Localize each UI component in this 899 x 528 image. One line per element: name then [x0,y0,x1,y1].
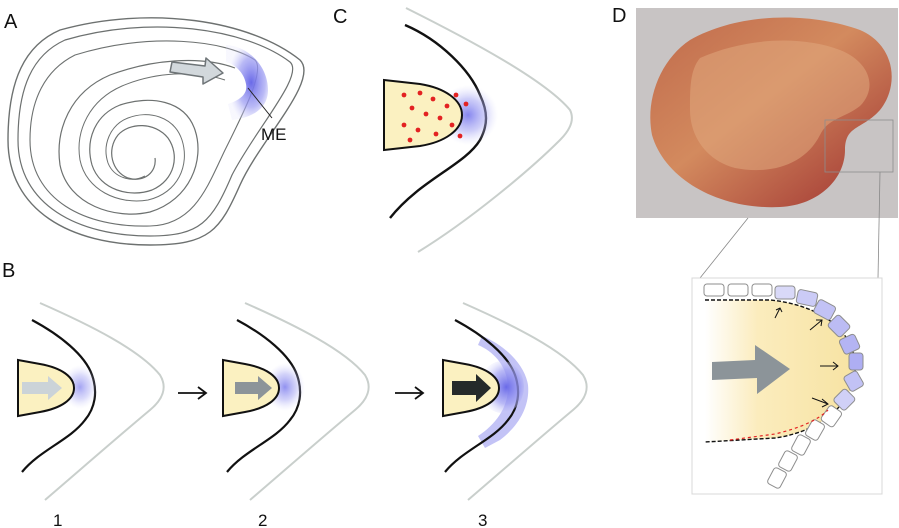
panel-a-outer-shell [7,17,305,246]
step-3-me-band [478,336,529,448]
panel-b-step-1 [17,302,165,501]
transition-arrow-1 [178,386,208,400]
panel-a: A ME [4,11,305,246]
step-label-2: 2 [258,511,267,528]
panel-a-spiral [58,59,236,215]
panel-b-label: B [2,260,15,282]
zoom-big-arrow [712,345,790,394]
panel-c-outer-curve [405,7,573,253]
me-leader-line [247,87,273,119]
step-3-outer-curve [462,302,588,501]
panel-b: B 1 2 3 [2,260,588,528]
panel-b-step-2 [222,302,370,501]
panel-d: D [612,5,898,495]
small-arrows [774,307,839,408]
panel-a-arrow [169,57,224,85]
panel-c-core [383,78,464,152]
panel-c-dots [401,90,469,143]
panel-d-label: D [612,5,626,27]
zoom-line-right [877,171,881,279]
panel-a-label: A [4,11,18,33]
step-1-arrow [22,376,62,400]
step-label-3: 3 [478,511,487,528]
panel-a-spiral-inner [78,73,226,202]
step-label-1: 1 [53,511,62,528]
zoom-core-edge [704,299,856,443]
step-1-outer-curve [39,302,165,501]
step-3-arrow [452,374,491,402]
panel-a-cochlea-wall [29,40,259,227]
panel-c: C [333,6,573,253]
step-2-outer-curve [244,302,370,501]
zoom-line-left [699,217,749,279]
inset-box [824,119,894,173]
me-region [226,45,268,120]
panel-c-label: C [333,6,347,28]
panel-b-step-3 [442,302,588,501]
step-2-arrow [235,376,272,400]
transition-arrow-2 [395,386,425,400]
me-label: ME [261,125,287,144]
panel-a-inner-shell [17,26,294,237]
embryo-photo-highlight [690,40,870,171]
